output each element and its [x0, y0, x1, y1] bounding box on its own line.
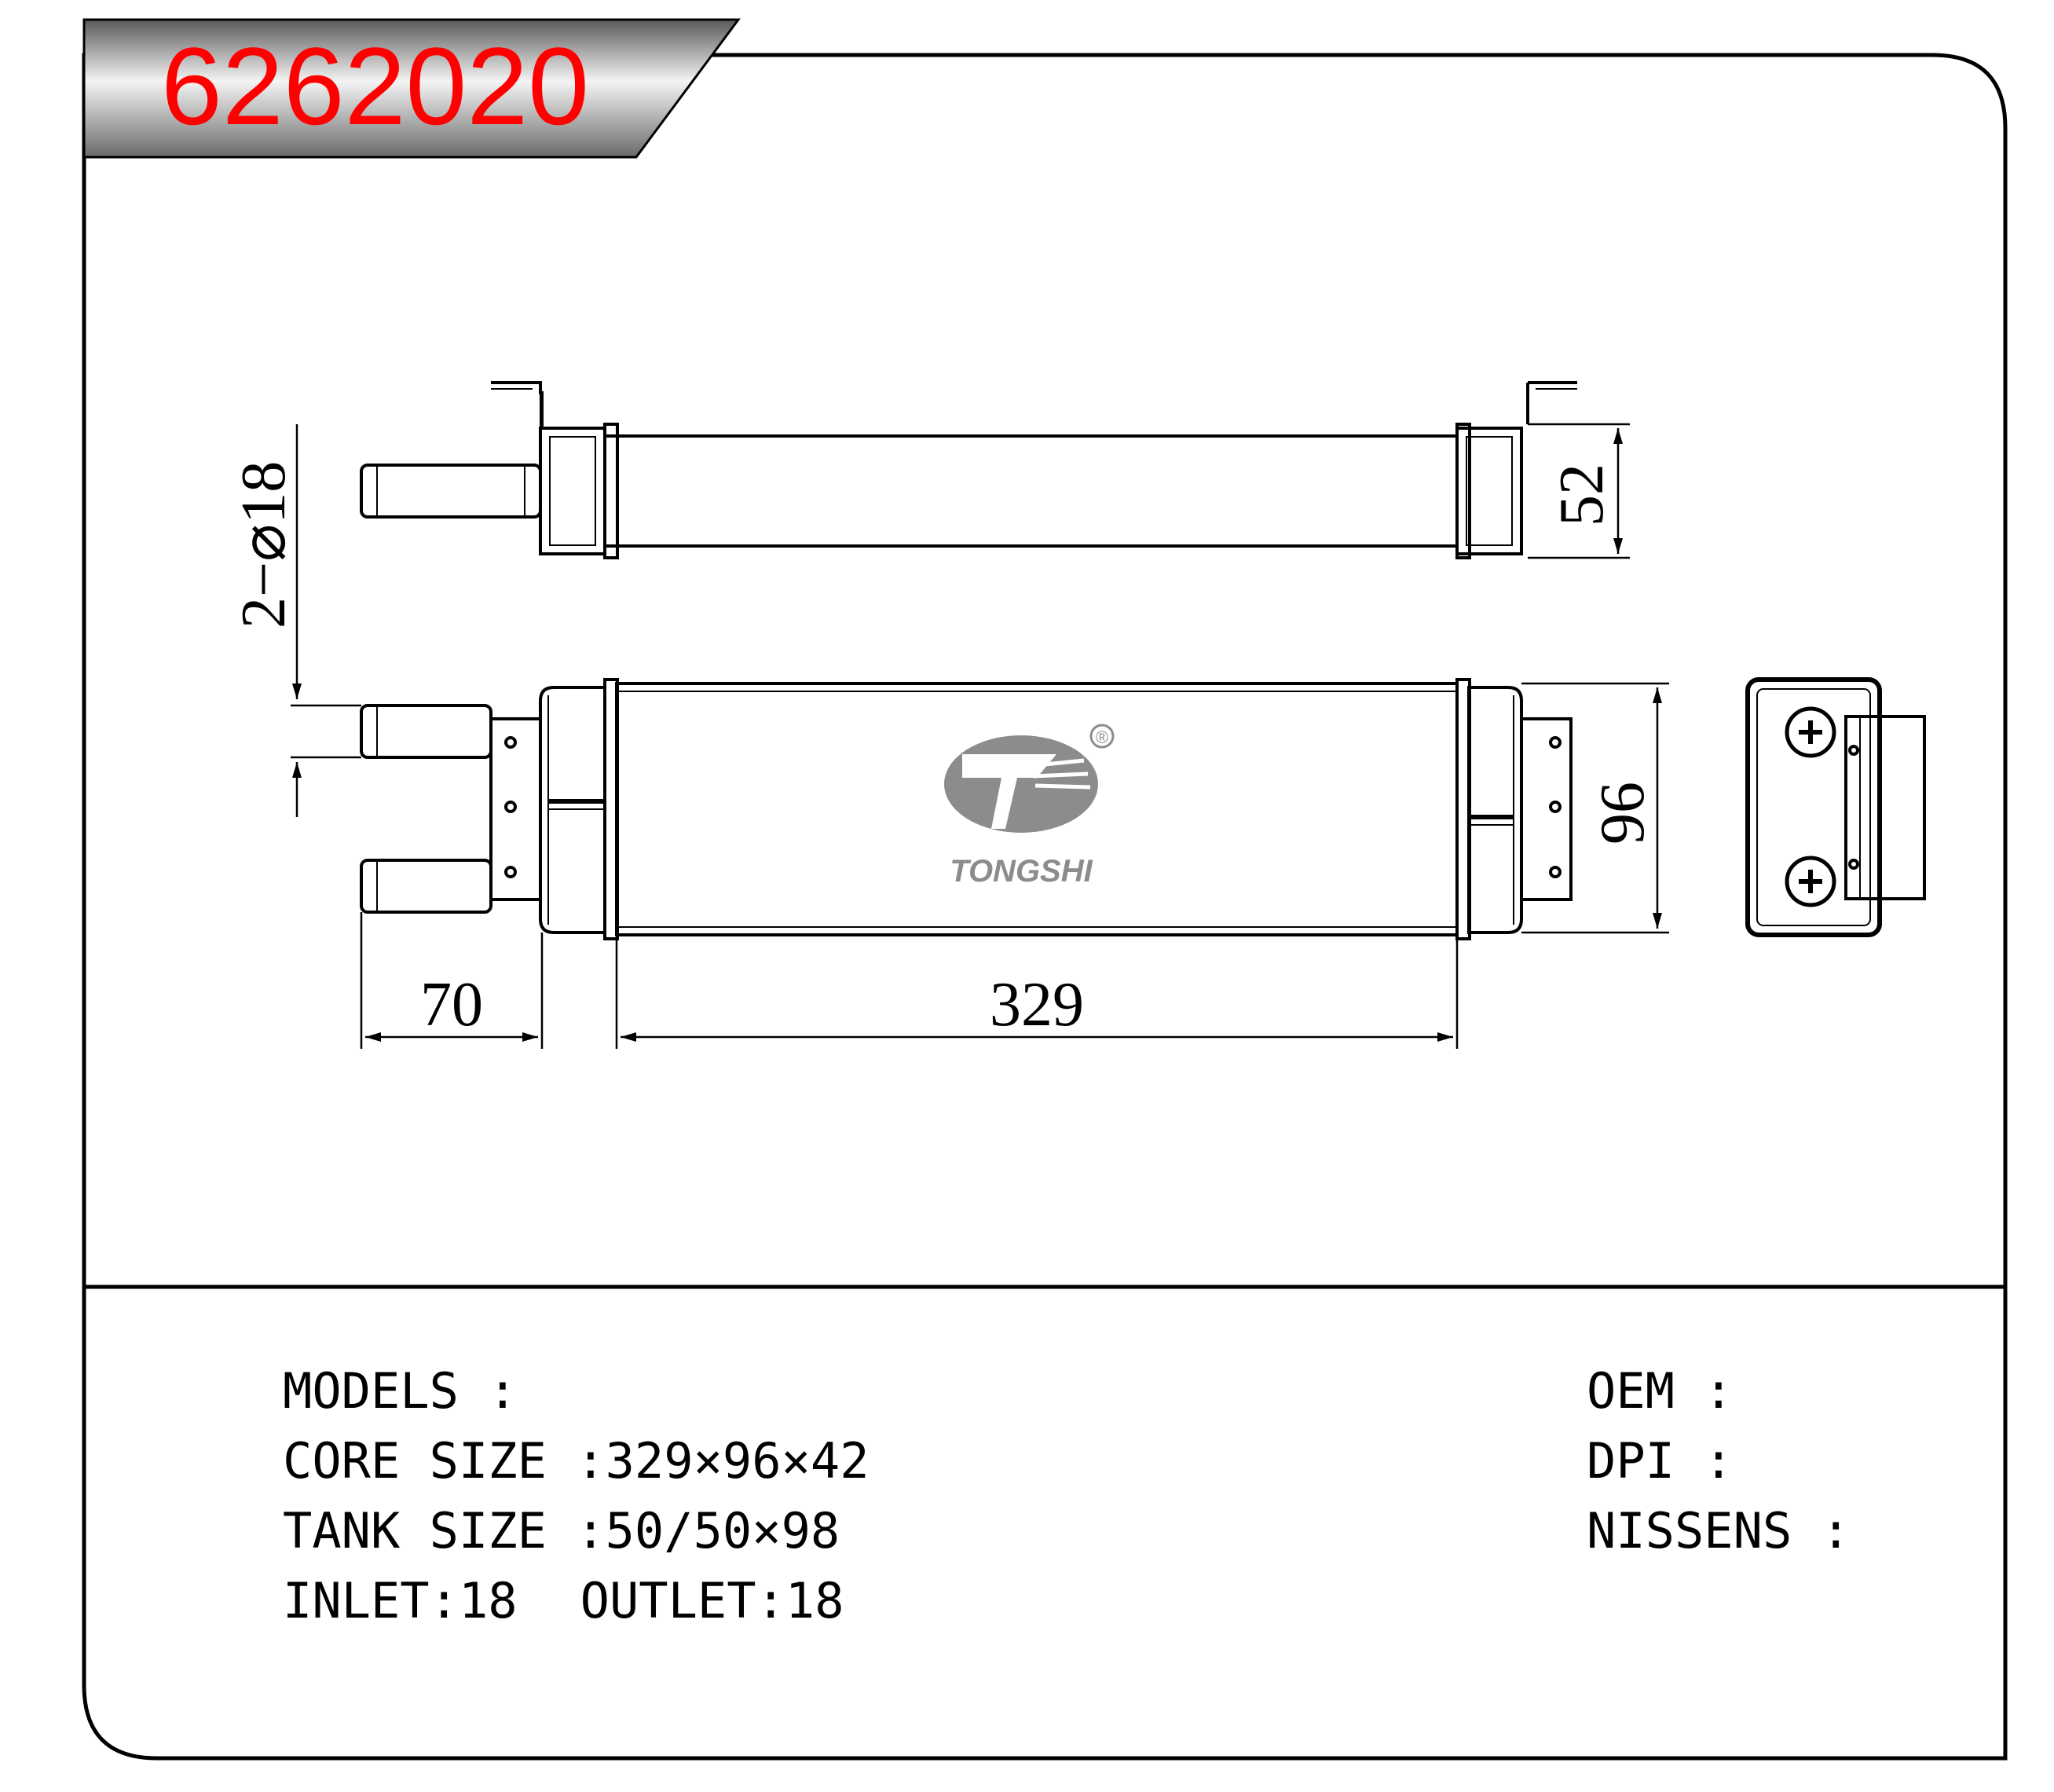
- side-view: [1745, 677, 1926, 937]
- spec-core-size: CORE SIZE :329×96×42: [283, 1437, 870, 1486]
- spec-dpi-sep: :: [1674, 1432, 1734, 1490]
- spec-core-size-label: CORE SIZE: [283, 1432, 547, 1490]
- registered-mark: ®: [1096, 727, 1108, 747]
- spec-tank-size-value: 50/50×98: [605, 1502, 840, 1559]
- spec-outlet-label: OUTLET: [580, 1572, 756, 1629]
- spec-oem-label: OEM: [1587, 1362, 1675, 1420]
- height-96-label: 96: [1588, 782, 1657, 845]
- front-view: [360, 678, 1573, 940]
- spec-tank-size-sep: :: [546, 1502, 606, 1559]
- brand-name: TONGSHI: [950, 854, 1093, 889]
- dimension-labels: 2−⌀18 52 96 70 329: [229, 461, 1657, 1039]
- pipe-spec-label: 2−⌀18: [229, 461, 298, 628]
- sheet-frame: [82, 53, 2008, 1761]
- spec-oem-sep: :: [1674, 1362, 1734, 1420]
- tongshi-logo: ® TONGSHI: [944, 724, 1115, 889]
- top-view: [360, 381, 1577, 559]
- spec-models-sep: :: [458, 1362, 518, 1420]
- part-number: 6262020: [161, 24, 589, 148]
- title-banner: 6262020: [82, 18, 741, 159]
- spec-inlet-value: 18: [458, 1572, 518, 1629]
- spec-models: MODELS :: [283, 1367, 518, 1416]
- spec-nissens-label: NISSENS: [1587, 1502, 1792, 1559]
- registered-mark-icon: [1089, 724, 1115, 749]
- spec-dpi-label: DPI: [1587, 1432, 1675, 1490]
- spec-models-label: MODELS: [283, 1362, 459, 1420]
- spec-inlet-label: INLET: [283, 1572, 430, 1629]
- spec-nissens-sep: :: [1792, 1502, 1851, 1559]
- spec-oem: OEM :: [1587, 1367, 1734, 1416]
- spec-core-size-sep: :: [546, 1432, 606, 1490]
- spec-core-size-value: 329×96×42: [605, 1432, 870, 1490]
- core-length-label: 329: [990, 970, 1084, 1039]
- height-52-label: 52: [1547, 464, 1616, 526]
- spec-dpi: DPI :: [1587, 1437, 1734, 1486]
- spec-tank-size-label: TANK SIZE: [283, 1502, 547, 1559]
- spec-inlet-sep: :: [429, 1572, 459, 1629]
- spec-outlet-value: 18: [785, 1572, 844, 1629]
- spec-tank-size: TANK SIZE :50/50×98: [283, 1507, 840, 1556]
- spec-outlet-sep: :: [756, 1572, 785, 1629]
- pipe-length-label: 70: [420, 970, 483, 1039]
- spec-nissens: NISSENS :: [1587, 1507, 1851, 1556]
- dimension-lines: [291, 423, 1669, 1049]
